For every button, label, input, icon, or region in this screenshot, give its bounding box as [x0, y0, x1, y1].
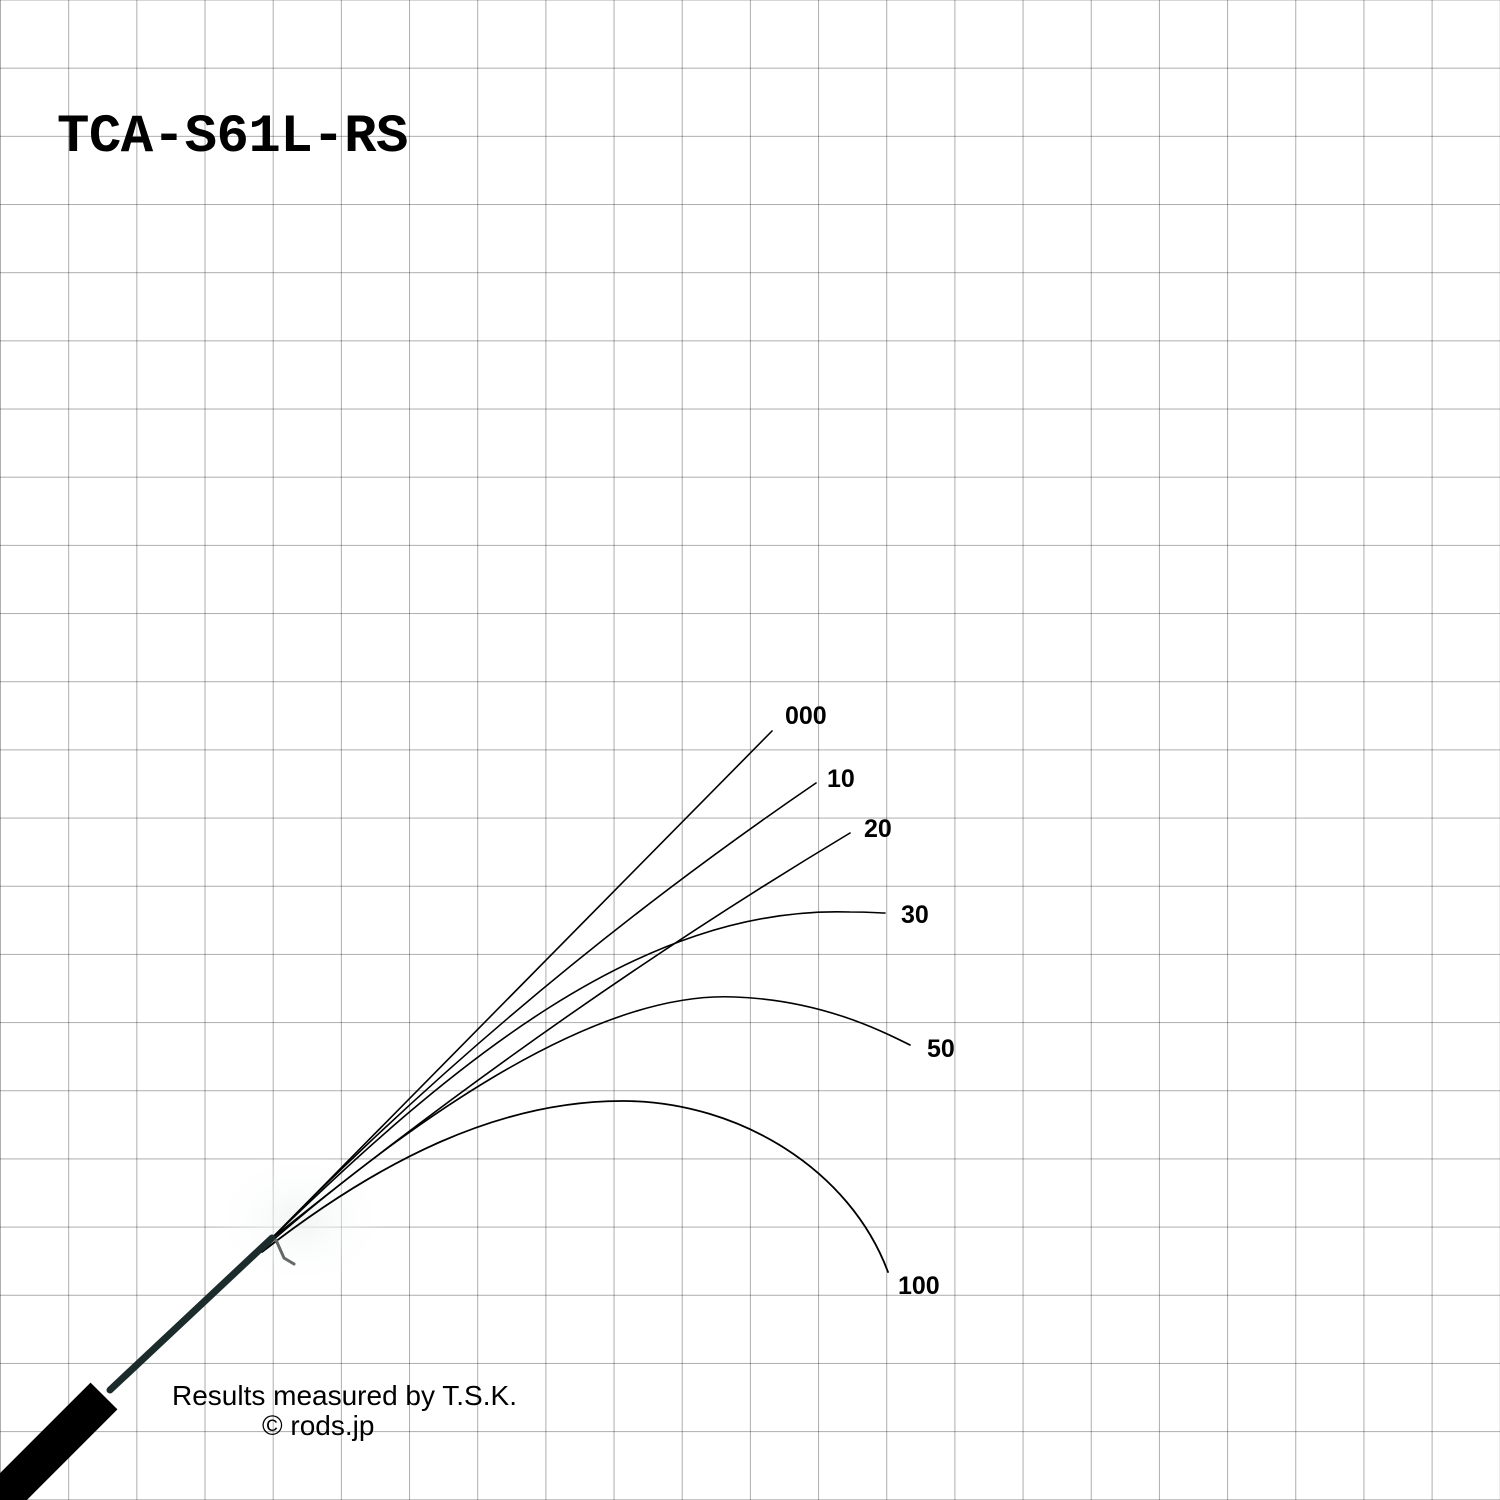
rod-model-title: TCA-S61L-RS — [57, 107, 408, 168]
curve-load-50 — [265, 996, 911, 1247]
curve-load-10 — [269, 782, 817, 1241]
load-label-20: 20 — [864, 815, 892, 843]
measured-by-text: Results measured by T.S.K. — [172, 1380, 517, 1411]
curve-load-30 — [267, 911, 886, 1243]
curve-load-100 — [261, 1100, 889, 1273]
copyright-text: © rods.jp — [262, 1410, 375, 1441]
load-label-50: 50 — [927, 1035, 955, 1063]
load-label-10: 10 — [827, 765, 855, 793]
reel-seat-guide — [274, 1238, 296, 1266]
load-label-000: 000 — [785, 702, 827, 730]
load-label-30: 30 — [901, 901, 929, 929]
rod-handle — [0, 1382, 118, 1500]
load-label-100: 100 — [898, 1272, 940, 1300]
curve-load-000 — [269, 730, 773, 1241]
rod-blank — [106, 1234, 276, 1394]
